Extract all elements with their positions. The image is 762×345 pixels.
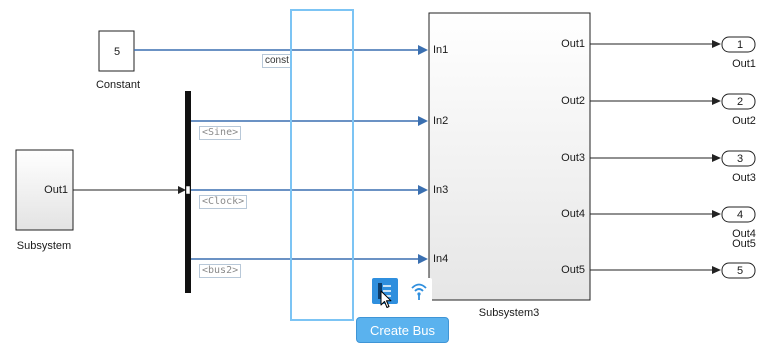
outport-2[interactable]: 2 <box>721 93 756 110</box>
outport-1-name: Out1 <box>732 58 756 70</box>
outport-1[interactable]: 1 <box>721 36 756 53</box>
action-bar <box>372 278 436 308</box>
broadcast-icon[interactable] <box>406 278 432 304</box>
outport-4-name: Out4 <box>732 228 756 240</box>
subsystem3-out1: Out1 <box>561 38 585 50</box>
subsystem3-in3: In3 <box>433 184 448 196</box>
signal-label-const[interactable]: const <box>262 54 292 68</box>
constant-name: Constant <box>96 79 140 91</box>
create-bus-tooltip: Create Bus <box>356 317 449 343</box>
subsystem3-out5: Out5 <box>561 264 585 276</box>
subsystem-name: Subsystem <box>17 240 71 252</box>
outport-5-name: Out5 <box>732 238 756 250</box>
subsystem3-out2: Out2 <box>561 95 585 107</box>
subsystem3-in2: In2 <box>433 115 448 127</box>
outport-2-name: Out2 <box>732 115 756 127</box>
outport-3-name: Out3 <box>732 172 756 184</box>
selected-signal-lines <box>134 45 428 264</box>
constant-value: 5 <box>114 46 120 58</box>
subsystem3-block[interactable] <box>428 12 591 301</box>
subsystem3-out3: Out3 <box>561 152 585 164</box>
subsystem3-name: Subsystem3 <box>479 307 540 319</box>
mouse-cursor-icon <box>380 290 392 308</box>
subsystem3-out4: Out4 <box>561 208 585 220</box>
subsystem-block[interactable] <box>15 149 74 231</box>
signal-label-sine[interactable]: <Sine> <box>199 126 242 140</box>
selection-rectangle[interactable] <box>290 9 354 321</box>
outport-3-number: 3 <box>737 153 743 165</box>
subsystem3-in1: In1 <box>433 44 448 56</box>
outport-5-number: 5 <box>737 265 743 277</box>
outport-4[interactable]: 4 <box>721 206 756 223</box>
output-lines <box>590 40 721 274</box>
arrowhead-icon <box>178 186 186 194</box>
subsystem3-in4: In4 <box>433 253 448 265</box>
outport-1-number: 1 <box>737 39 743 51</box>
signal-label-bus2[interactable]: <bus2> <box>199 264 242 278</box>
subsystem-port-label: Out1 <box>44 184 68 196</box>
constant-block[interactable] <box>98 30 135 72</box>
outport-2-number: 2 <box>737 96 743 108</box>
outport-5[interactable]: 5 <box>721 262 756 279</box>
bus-selector-port-icon <box>185 185 191 195</box>
outport-4-number: 4 <box>737 209 743 221</box>
signal-label-clock[interactable]: <Clock> <box>199 195 248 209</box>
outport-3[interactable]: 3 <box>721 150 756 167</box>
